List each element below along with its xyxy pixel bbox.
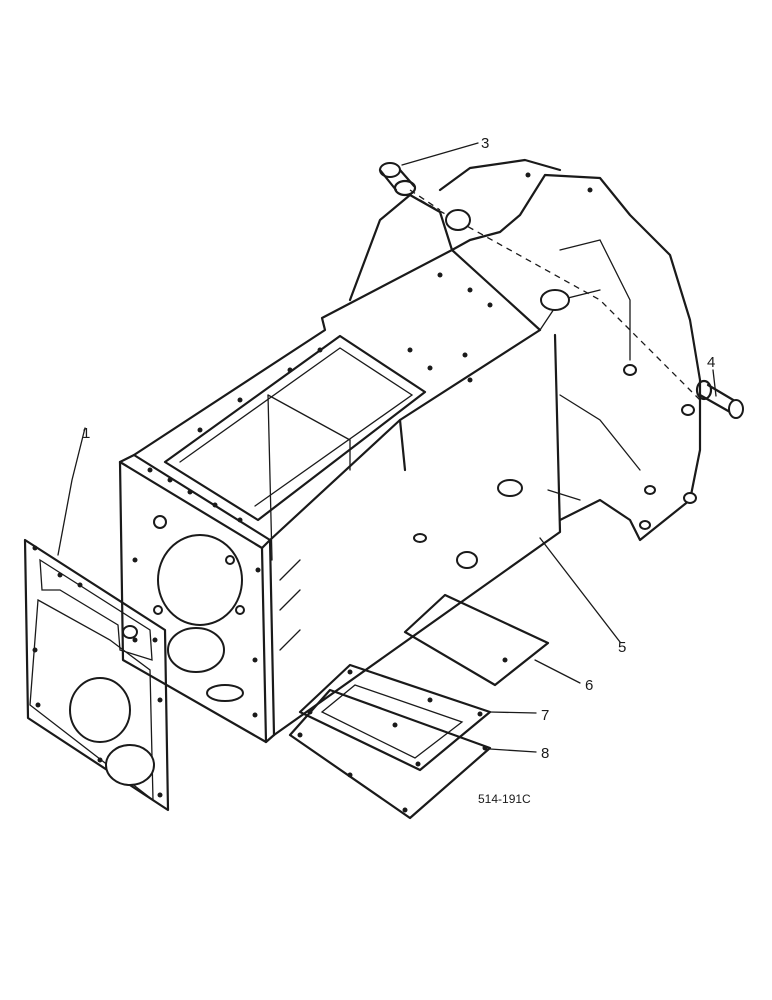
bottom-plate-part-8	[288, 688, 492, 820]
pin-part-3	[378, 162, 441, 211]
callout-6: 6	[585, 677, 593, 694]
bolt-holes	[132, 172, 593, 718]
callout-7: 7	[541, 707, 549, 724]
callout-8: 8	[541, 745, 549, 762]
leader-lines	[57, 142, 717, 753]
cover-plate-part-6	[403, 593, 550, 687]
callout-3: 3	[481, 135, 489, 152]
callout-4: 4	[707, 354, 715, 371]
callout-5: 5	[618, 639, 626, 656]
callout-1: 1	[82, 425, 90, 442]
gasket-part-7	[298, 663, 492, 772]
callout-labels: 3 4 5 6 7 8 1	[82, 135, 715, 762]
pin-part-4	[695, 379, 744, 419]
front-gasket-part-1	[23, 538, 170, 812]
figure-number: 514-191C	[478, 792, 531, 806]
transmission-housing	[118, 158, 702, 744]
